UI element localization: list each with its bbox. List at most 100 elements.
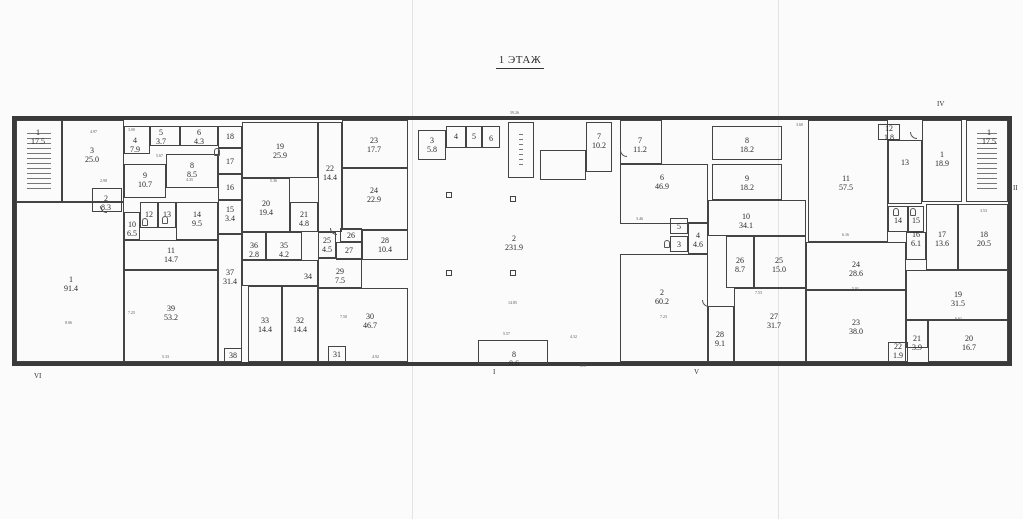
room-area: 8.6 [509,359,519,368]
room-30 [318,288,408,362]
room-area: 10.2 [592,141,606,150]
room-area: 17.5 [31,137,45,146]
column [510,270,516,276]
room-number: 1 [69,275,73,284]
room-18 [218,126,242,148]
room-5 [150,126,180,146]
room-number: 11 [842,174,850,183]
room-label: 5 [670,222,688,231]
dimension: 6.57 [580,363,587,368]
column [446,192,452,198]
room-area: 46.9 [655,182,669,191]
toilet-icon [664,240,670,248]
room-area: 4.5 [322,245,332,254]
room-number: 3 [90,146,94,155]
room-area: 17.7 [367,145,381,154]
room-number: 11 [167,246,175,255]
room-number: 22 [894,342,902,351]
room-number: 36 [250,241,258,250]
room-area: 4.3 [194,137,204,146]
room-area: 6.1 [911,239,921,248]
room-e12 [878,124,900,140]
room-number: 24 [852,260,860,269]
room-e26 [726,236,754,288]
dimension: 7.50 [340,314,347,319]
room-area: 15.0 [772,265,786,274]
room-number: 17 [226,157,234,166]
room-number: 28 [381,236,389,245]
room-label: 26 [341,231,361,240]
dimension: 5.33 [162,354,169,359]
axis-label-v: V [694,368,700,376]
dimension: 5.36 [270,178,277,183]
room-e8 [712,126,782,160]
room-area: 31.4 [223,277,237,286]
room-area: 22.9 [367,195,381,204]
room-c3 [418,130,446,160]
room-area: 3.4 [225,214,235,223]
room-area: 25.0 [85,155,99,164]
dimension: 3.53 [980,208,987,213]
room-number: 8 [745,136,749,145]
room-e4 [688,222,708,254]
axis-label-i: I [493,368,496,376]
column [510,196,516,202]
room-number: 20 [965,334,973,343]
door-swing-icon [620,150,627,157]
room-36 [242,232,266,260]
room-number: 5 [472,132,476,141]
outer-wall-top [12,116,1012,120]
room-area: 28.6 [849,269,863,278]
room-area: 9.1 [715,339,725,348]
room-number: 23 [370,136,378,145]
room-number: 32 [296,316,304,325]
room-number: 10 [742,212,750,221]
room-area: 60.2 [655,297,669,306]
room-3 [62,120,124,202]
room-31 [328,346,346,362]
room-label: 16 [221,183,239,192]
room-15 [218,200,242,234]
room-area: 5.8 [427,145,437,154]
room-area: 8.5 [187,170,197,179]
room-label: 5 [464,132,484,141]
room-e5 [670,218,688,234]
room-number: 1 [940,150,944,159]
room-c6 [482,126,500,148]
room-number: 27 [770,312,778,321]
room-2 [92,188,122,212]
room-area: 231.9 [505,243,523,252]
room-number: 4 [133,136,137,145]
room-e13 [888,140,922,204]
room-number: 8 [190,161,194,170]
room-number: 3 [430,136,434,145]
room-c4 [446,126,466,148]
room-38 [224,348,242,362]
room-number: 7 [597,132,601,141]
room-label: 34 [300,272,316,281]
paper-fold-line [412,0,413,519]
room-32 [282,286,318,362]
room-number: 16 [912,230,920,239]
room-area: 8.7 [735,265,745,274]
toilet-icon [214,148,220,156]
room-area: 9.5 [192,219,202,228]
room-e20 [928,320,1008,362]
room-number: 8 [512,350,516,359]
room-area: 91.4 [64,284,78,293]
